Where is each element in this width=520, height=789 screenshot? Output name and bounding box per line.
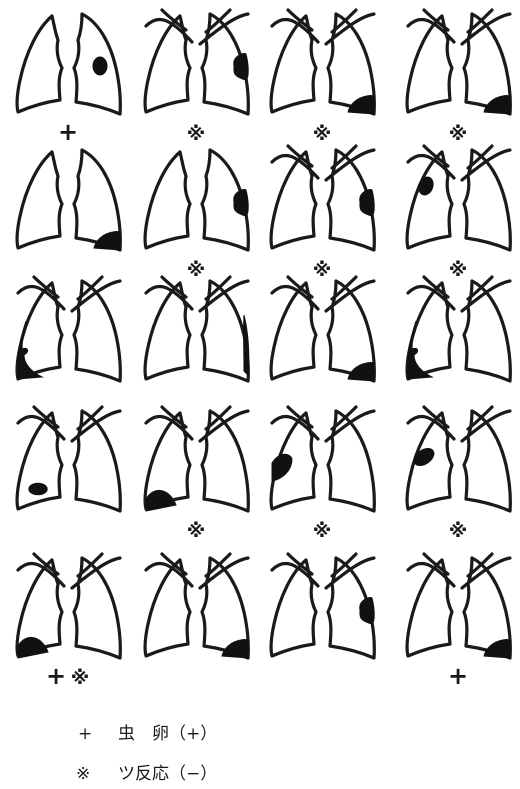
left-lung-outline [271, 152, 316, 248]
lesion-shadow [411, 445, 437, 469]
marker-asterism: ※ [187, 123, 205, 145]
right-clavicle-line [200, 281, 248, 311]
left-lung-outline [271, 283, 316, 379]
lung-panel [17, 407, 120, 511]
lung-panel: ※ [271, 146, 374, 281]
lesion-shadow [234, 190, 248, 217]
right-clavicle-line [326, 14, 374, 44]
legend: + 虫 卵（+） ※ ツ反応（−） [76, 724, 217, 784]
right-clavicle-line [200, 14, 248, 44]
left-lung-outline [271, 560, 316, 656]
legend-item-tuberculin: ※ ツ反応（−） [76, 764, 217, 784]
right-clavicle-line [72, 281, 120, 311]
right-clavicle-line [462, 558, 510, 588]
lung-panel: ※ [407, 146, 510, 281]
right-clavicle-line [326, 558, 374, 588]
legend-symbol-plus: + [78, 724, 92, 744]
marker-asterism: ※ [71, 667, 89, 689]
lesion-shadow [272, 454, 292, 481]
lesion-shadow [484, 640, 510, 658]
lesion-shadow [222, 640, 248, 658]
lesion-shadow [348, 96, 374, 114]
lung-panel [271, 277, 374, 381]
marker-asterism: ※ [313, 520, 331, 542]
legend-label-eggs: 虫 卵（+） [118, 724, 217, 744]
lesion-shadow [18, 637, 48, 658]
lung-panel [271, 554, 374, 658]
lesion-shadow [29, 483, 47, 495]
left-lung-outline [407, 560, 452, 656]
lung-panel: ※ [145, 407, 248, 542]
lung-panels-grid: +※※※※※※※※※+※+ [17, 10, 510, 690]
lung-panel: ※ [145, 150, 248, 281]
lesion-shadow [94, 232, 120, 250]
right-clavicle-line [326, 150, 374, 180]
left-lung-outline [145, 283, 190, 379]
marker-asterism: ※ [449, 520, 467, 542]
lung-panel [145, 554, 248, 658]
lesion-shadow [348, 363, 374, 381]
right-clavicle-line [462, 150, 510, 180]
lung-panel: ※ [145, 10, 248, 145]
lung-panel: ※ [407, 407, 510, 542]
left-lung-outline [145, 152, 190, 248]
marker-plus: + [448, 662, 468, 690]
lesion-shadow [360, 190, 374, 217]
right-clavicle-line [462, 14, 510, 44]
marker-asterism: ※ [449, 259, 467, 281]
marker-plus: + [58, 118, 78, 146]
legend-symbol-asterism: ※ [76, 764, 90, 784]
marker-asterism: ※ [313, 259, 331, 281]
lung-panel: ※ [271, 407, 374, 542]
lung-panel [17, 150, 120, 250]
right-clavicle-line [326, 411, 374, 441]
left-lung-outline [407, 16, 452, 112]
right-clavicle-line [72, 558, 120, 588]
right-clavicle-line [200, 411, 248, 441]
lung-panel [145, 277, 249, 381]
lung-panel: + [407, 554, 510, 690]
left-lung-outline [407, 152, 452, 248]
lung-panel [407, 277, 510, 381]
left-lung-outline [145, 16, 190, 112]
legend-label-tuberculin: ツ反応（−） [118, 764, 217, 784]
lesion-shadow [416, 175, 435, 197]
lesion-shadow [93, 57, 107, 75]
legend-item-eggs: + 虫 卵（+） [78, 724, 217, 744]
marker-plus: + [46, 662, 66, 690]
marker-asterism: ※ [449, 123, 467, 145]
lung-panel: + [17, 14, 120, 146]
left-lung-outline [17, 152, 62, 248]
right-clavicle-line [72, 411, 120, 441]
lung-panel: ※ [407, 10, 510, 145]
marker-asterism: ※ [187, 520, 205, 542]
left-lung-outline [271, 16, 316, 112]
lesion-shadow [484, 96, 510, 114]
lesion-shadow [244, 315, 249, 375]
right-clavicle-line [462, 411, 510, 441]
marker-asterism: ※ [313, 123, 331, 145]
lung-panel [17, 277, 120, 381]
right-clavicle-line [462, 281, 510, 311]
left-lung-outline [145, 560, 190, 656]
lesion-shadow [234, 54, 248, 81]
lung-panel: +※ [17, 554, 120, 690]
right-clavicle-line [326, 281, 374, 311]
lesion-shadow [146, 490, 176, 511]
left-lung-outline [17, 16, 62, 112]
right-clavicle-line [200, 558, 248, 588]
lesion-shadow [360, 598, 374, 625]
lung-panel: ※ [271, 10, 374, 145]
marker-asterism: ※ [187, 259, 205, 281]
